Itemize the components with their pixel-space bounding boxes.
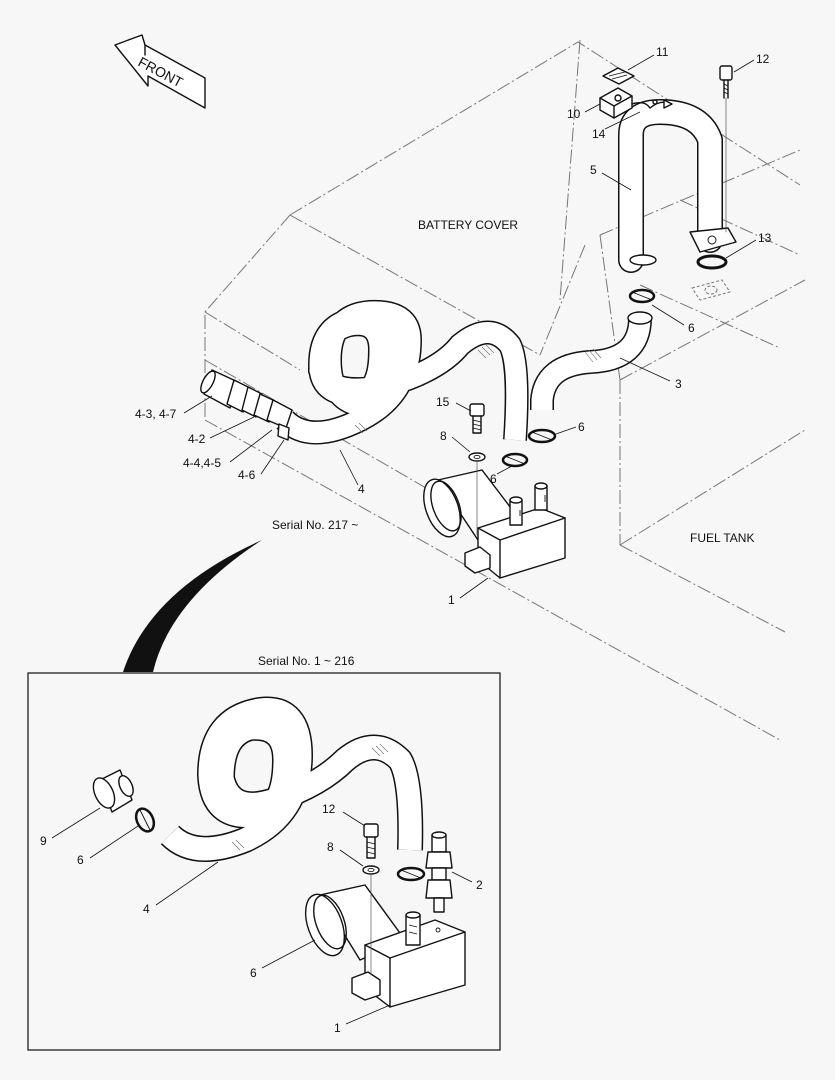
inset-callout-9: 9 [40, 834, 47, 848]
callout-6-outlet: 6 [578, 420, 585, 434]
inset-leaders [51, 807, 473, 1025]
inset-callout-4: 4 [143, 902, 150, 916]
inset-callout-2: 2 [476, 878, 483, 892]
inset-callouts: 9 6 12 8 2 4 6 1 [40, 802, 483, 1035]
hose-clamp-outlet [527, 428, 557, 444]
callout-8: 8 [440, 429, 447, 443]
hose-end-fittings [200, 369, 293, 441]
hose-clamp-inlet [501, 452, 529, 468]
serial-number-inset-label: Serial No. 1 ~ 216 [258, 654, 355, 668]
level-sender [599, 87, 633, 119]
callout-4: 4 [358, 482, 365, 496]
inset-callout-1: 1 [334, 1021, 341, 1035]
serial-number-main-label: Serial No. 217 ~ [272, 518, 358, 532]
callout-13: 13 [758, 231, 772, 245]
callout-4-2: 4-2 [188, 432, 206, 446]
sender-cap [602, 67, 635, 85]
inset-callout-6-pump: 6 [250, 966, 257, 980]
inset-bolt [363, 823, 379, 859]
bent-tube [618, 99, 737, 273]
flange-gasket-ghost [691, 279, 731, 301]
callout-11: 11 [656, 45, 669, 59]
callout-6-top: 6 [688, 321, 695, 335]
battery-cover-label: BATTERY COVER [418, 218, 518, 232]
coiled-hose-main [276, 299, 529, 445]
callout-6-inlet: 6 [490, 472, 497, 486]
callout-14: 14 [592, 127, 606, 141]
washer-8 [468, 452, 486, 462]
fuel-pump-main [423, 460, 566, 579]
callout-3: 3 [675, 377, 682, 391]
inset-pointer [123, 540, 262, 672]
callout-10: 10 [567, 107, 581, 121]
o-ring [696, 254, 728, 270]
main-leaders [183, 54, 757, 599]
inset-coiled-hose [160, 696, 424, 862]
bolt-15 [469, 403, 485, 434]
inset-fuel-pump [304, 873, 466, 1008]
callout-5: 5 [590, 163, 597, 177]
hose-3 [530, 311, 653, 410]
inset-hose-cap [92, 769, 134, 813]
inset-hose-clamp [134, 807, 156, 833]
callout-4-4-4-5: 4-4,4-5 [183, 456, 221, 470]
callout-15: 15 [436, 395, 450, 409]
sender-wire [631, 99, 673, 109]
fuel-tank-label: FUEL TANK [690, 531, 754, 545]
callout-12: 12 [756, 52, 770, 66]
main-callouts: 11 12 10 14 5 13 6 3 15 6 8 6 4-3, 4-7 4… [135, 45, 772, 607]
inset-callout-8: 8 [327, 840, 334, 854]
front-arrow: FRONT [114, 34, 206, 109]
inset-callout-6-clamp: 6 [77, 853, 84, 867]
hose-clamp-top [628, 288, 656, 304]
callout-1: 1 [448, 593, 455, 607]
inset-panel: Serial No. 1 ~ 216 [27, 654, 501, 1051]
hex-bolt-top [719, 65, 733, 233]
inset-clamp-inlet [396, 866, 426, 882]
callout-4-6: 4-6 [238, 468, 256, 482]
callout-4-3-4-7: 4-3, 4-7 [135, 407, 177, 421]
inset-nipple-fitting [425, 831, 453, 913]
inset-callout-12: 12 [322, 802, 336, 816]
inset-washer [362, 865, 380, 875]
